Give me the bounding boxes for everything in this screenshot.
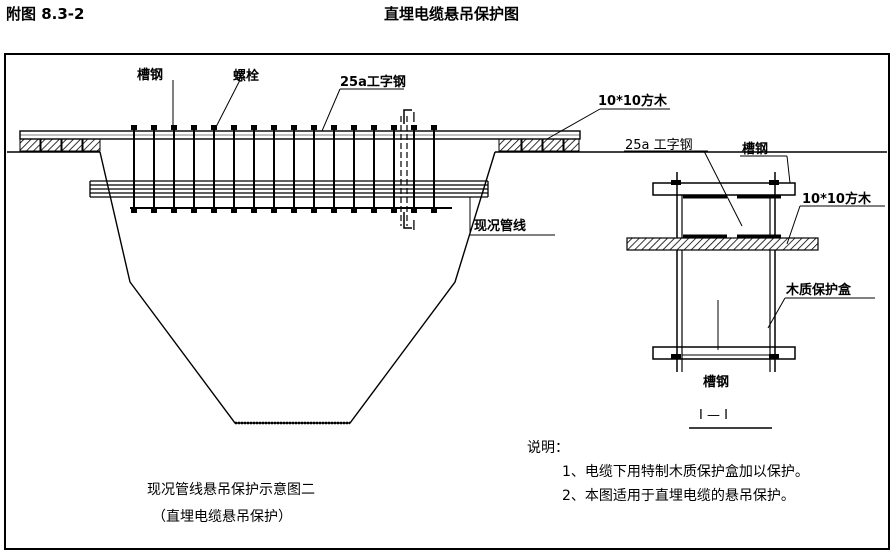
section-channel-bottom <box>652 346 796 360</box>
section-label-wood-box: 木质保护盒 <box>785 282 852 298</box>
section-hanger-rods <box>676 172 776 372</box>
timber-blocks-right <box>498 138 580 152</box>
figure-reference: 附图 8.3-2 <box>6 5 85 23</box>
timber-blocks-left <box>19 138 101 152</box>
label-existing-pipe: 现况管线 <box>474 218 526 234</box>
drawing-frame <box>4 53 890 550</box>
bolt-nuts <box>131 125 437 213</box>
note-item-2: 2、本图适用于直埋电缆的悬吊保护。 <box>562 487 795 504</box>
label-bolt: 螺栓 <box>233 68 259 84</box>
note-item-1: 1、电缆下用特制木质保护盒加以保护。 <box>562 463 809 480</box>
section-channel-top <box>652 182 796 196</box>
notes: 说明： 1、电缆下用特制木质保护盒加以保护。 2、本图适用于直埋电缆的悬吊保护。 <box>527 440 809 504</box>
main-view: I I 槽钢 螺栓 25a工字钢 10*10方木 现况管线 现况管线悬吊保护示意… <box>7 67 887 525</box>
label-timber: 10*10方木 <box>598 93 668 109</box>
label-i-beam: 25a工字钢 <box>340 74 406 90</box>
section-mark-top: I <box>412 111 416 126</box>
notes-heading: 说明： <box>527 440 569 456</box>
section-nuts <box>671 180 779 359</box>
section-title: I — I <box>699 408 728 423</box>
section-label-timber: 10*10方木 <box>802 191 872 207</box>
section-wood-box <box>681 249 771 356</box>
section-label-channel-bottom: 槽钢 <box>703 374 729 390</box>
section-label-channel-top: 槽钢 <box>742 141 768 157</box>
main-caption: 现况管线悬吊保护示意图二 <box>147 481 315 498</box>
label-channel-steel: 槽钢 <box>137 67 163 83</box>
section-view: 25a 工字钢 槽钢 10*10方木 木质保护盒 槽钢 I — I <box>624 138 885 429</box>
drawing-title: 直埋电缆悬吊保护图 <box>384 5 520 23</box>
section-cut-marker <box>400 109 412 229</box>
main-caption-sub: （直埋电缆悬吊保护） <box>152 508 292 525</box>
existing-pipe <box>89 180 489 198</box>
section-mark-bottom: I <box>412 219 416 234</box>
hanger-bolts <box>133 126 435 212</box>
section-label-i-beam: 25a 工字钢 <box>625 138 693 153</box>
section-timber <box>626 237 819 251</box>
